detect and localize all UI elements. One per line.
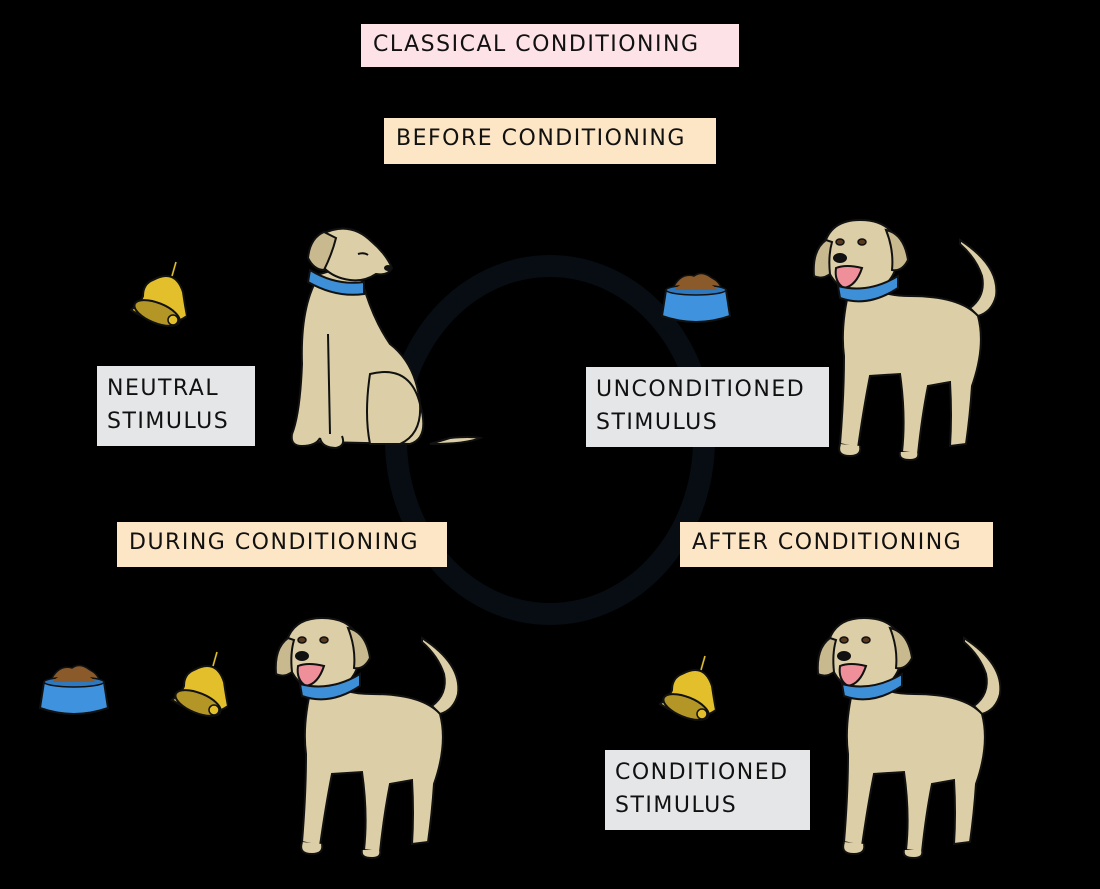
bell-icon	[170, 651, 228, 717]
dog-standing-salivating	[816, 616, 1002, 859]
stage-during-label: DURING CONDITIONING	[117, 522, 447, 567]
food-bowl-icon	[660, 272, 732, 323]
dog-sitting-neutral	[290, 227, 484, 450]
stage-after-label: AFTER CONDITIONING	[680, 522, 993, 567]
dog-standing-salivating	[812, 218, 998, 461]
conditioned-stimulus-label: CONDITIONED STIMULUS	[605, 750, 810, 830]
neutral-stimulus-label: NEUTRAL STIMULUS	[97, 366, 255, 446]
stage-before-label: BEFORE CONDITIONING	[384, 118, 716, 164]
bell-icon	[658, 655, 716, 721]
bell-icon	[129, 261, 187, 327]
dog-standing-salivating	[274, 616, 460, 859]
food-bowl-icon	[38, 664, 110, 715]
diagram-title: CLASSICAL CONDITIONING	[361, 24, 739, 67]
unconditioned-stimulus-label: UNCONDITIONED STIMULUS	[586, 367, 829, 447]
